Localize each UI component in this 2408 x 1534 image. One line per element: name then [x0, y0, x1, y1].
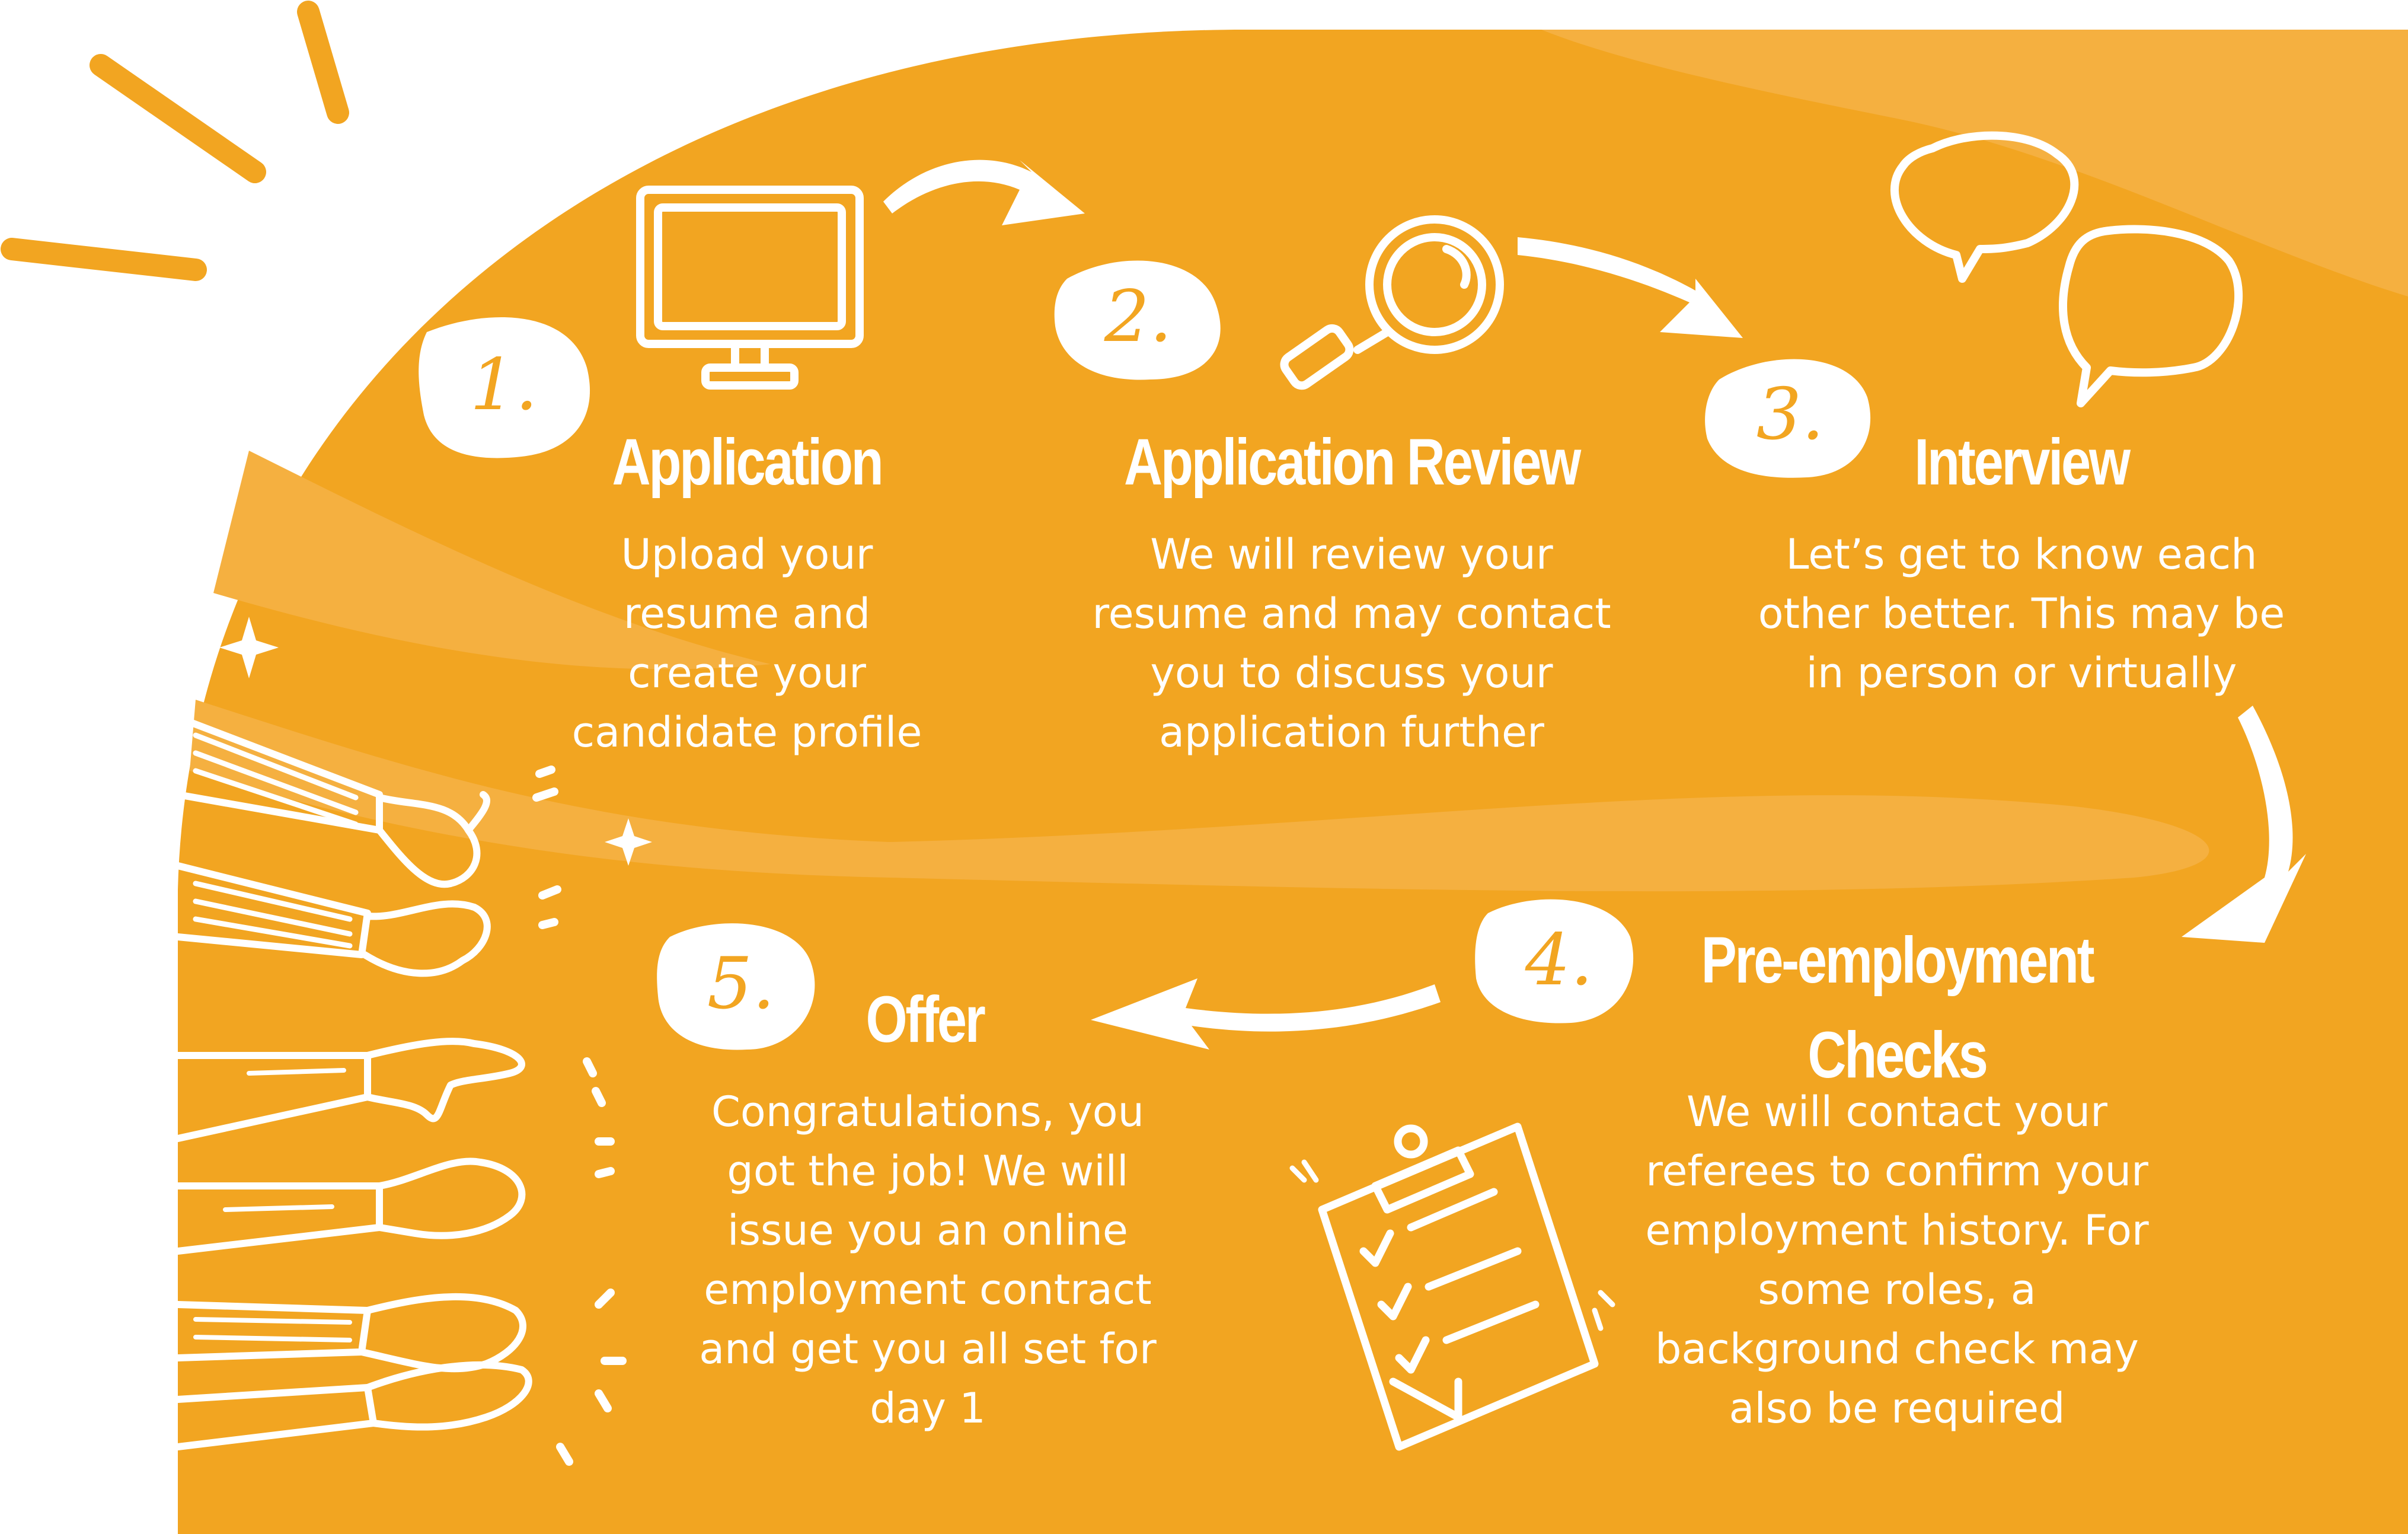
step-2-blob	[1054, 260, 1221, 380]
step-number: 4.	[1525, 919, 1593, 1002]
speech-bubbles-icon	[1890, 131, 2243, 407]
step-number: 1.	[470, 344, 538, 426]
arrow-1-to-2	[883, 160, 1085, 225]
clap-motion-dashes	[532, 766, 627, 1466]
step-5-blob	[657, 923, 815, 1050]
step-number: 2.	[1104, 276, 1173, 358]
monitor-icon	[636, 186, 864, 390]
step-title: Application	[612, 426, 883, 499]
light-wave-top	[1541, 30, 2408, 296]
step-description: Let’s get to know each other better. Thi…	[1758, 530, 2285, 697]
clapping-hands-icon	[174, 714, 532, 1450]
burst-lines-decoration	[1, 1, 349, 281]
magnifying-glass-icon	[1280, 215, 1504, 390]
step-3-blob	[1705, 359, 1871, 478]
step-description: Congratulations, you got the job! We wil…	[699, 1087, 1157, 1433]
light-wave-left	[213, 451, 771, 669]
clipboard-checklist-icon	[1289, 1122, 1615, 1451]
step-title: Application Review	[1124, 426, 1581, 499]
arrow-2-to-3	[1518, 237, 1743, 338]
number-blobs	[419, 260, 1871, 1050]
step-1-blob	[419, 317, 590, 458]
step-number: 5.	[707, 943, 775, 1025]
step-title: Offer	[866, 983, 985, 1056]
step-number: 3.	[1756, 374, 1825, 456]
step-title: Interview	[1914, 426, 2131, 499]
arrow-3-to-4	[2182, 706, 2306, 943]
step-title: Pre-employment Checks	[1701, 924, 2095, 1092]
arrow-4-to-5	[1091, 978, 1441, 1050]
step-4-blob	[1475, 899, 1634, 1023]
sparkle-icon	[219, 617, 652, 866]
step-description: Upload your resume and create your candi…	[571, 530, 922, 757]
step-description: We will contact your referees to confirm…	[1645, 1087, 2149, 1433]
step-description: We will review your resume and may conta…	[1092, 530, 1611, 757]
light-wave-middle	[190, 700, 2209, 892]
